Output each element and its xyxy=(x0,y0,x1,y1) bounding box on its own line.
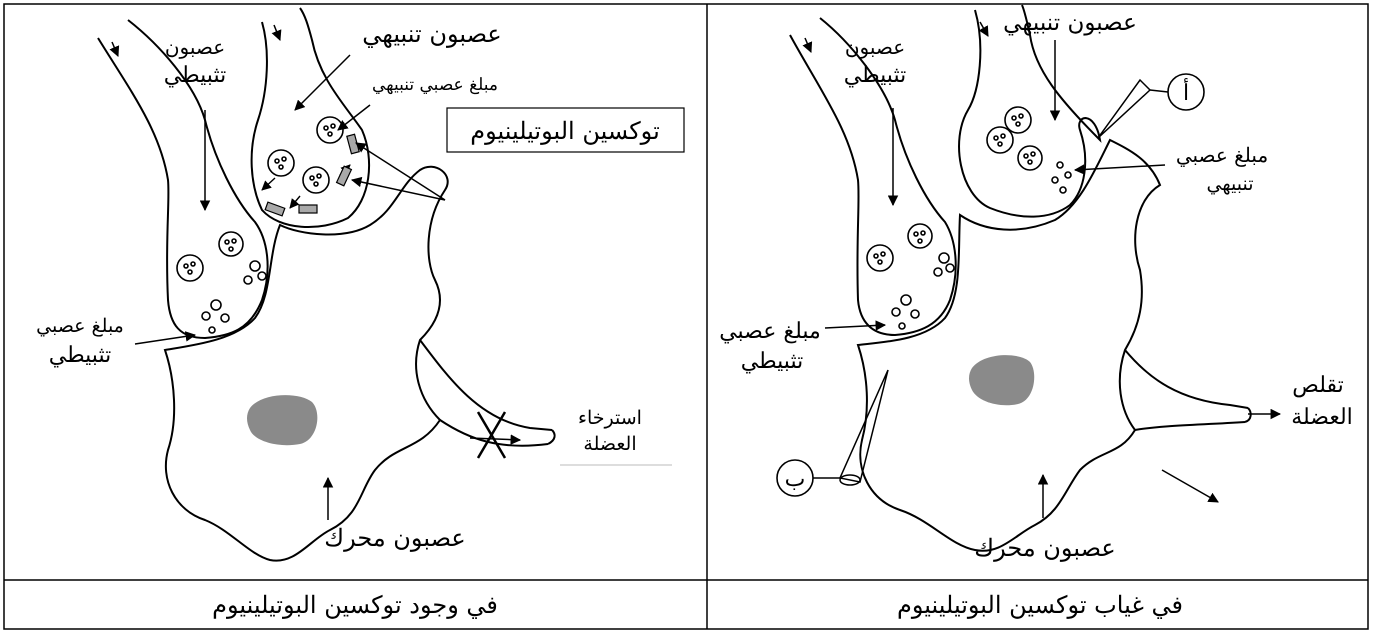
right-arrow-inh-transmitter xyxy=(825,325,885,328)
right-caption: في غياب توكسين البوتيلينيوم xyxy=(897,591,1183,619)
left-motor-nucleus xyxy=(247,395,317,445)
right-electrode-a-label: أ xyxy=(1183,77,1189,106)
left-caption: في وجود توكسين البوتيلينيوم xyxy=(212,591,498,619)
right-electrode-b-label: ب xyxy=(785,467,806,492)
left-inhibitory-transmitter-label-bottom: تثبيطي xyxy=(49,343,111,368)
right-motor-neuron-outline xyxy=(858,140,1160,551)
right-electrode-a xyxy=(1098,80,1150,138)
right-contraction-label-bottom: العضلة xyxy=(1291,405,1353,430)
right-excitatory-transmitter-label-bottom: تنبيهي xyxy=(1206,173,1253,195)
left-relaxation-label-bottom: العضلة xyxy=(583,433,636,455)
right-excitatory-neuron-outline xyxy=(959,5,1100,217)
right-inhibitory-transmitter-label-bottom: تثبيطي xyxy=(741,349,803,374)
left-inhibitory-neuron-label-top: عصبون xyxy=(165,35,225,59)
right-excitatory-neuron-label: عصبون تنبيهي xyxy=(1003,10,1137,36)
right-motor-nucleus xyxy=(969,355,1034,405)
left-relaxation-label-top: استرخاء xyxy=(578,407,642,429)
right-inhibitory-transmitter-label-top: مبلغ عصبي xyxy=(719,319,821,344)
left-motor-neuron-outline xyxy=(165,167,448,561)
right-inhibitory-neuron-label-bottom: تثبيطي xyxy=(844,63,906,88)
right-panel-labels: عصبون تثبيطي عصبون تنبيهي أ مبلغ عصبي تن… xyxy=(719,10,1353,619)
right-motor-neuron-label: عصبون محرك xyxy=(974,534,1115,562)
right-excitatory-transmitter-label-top: مبلغ عصبي xyxy=(1176,143,1268,167)
left-arrow-inh-transmitter xyxy=(135,335,195,344)
table-frame xyxy=(4,4,1368,629)
right-inhibitory-neuron-label-top: عصبون xyxy=(845,35,905,59)
left-excitatory-neuron-outline xyxy=(252,8,369,227)
left-inhibitory-transmitter-label-top: مبلغ عصبي xyxy=(36,315,124,337)
left-arrow-exc-transmitter xyxy=(338,105,370,130)
left-inhibitory-neuron-label-bottom: تثبيطي xyxy=(164,63,226,88)
right-arrow-diagonal xyxy=(1162,470,1218,502)
left-excitatory-transmitter-label: مبلغ عصبي تنبيهي xyxy=(372,75,498,95)
right-contraction-label-top: تقلص xyxy=(1292,373,1344,398)
left-motor-neuron-label: عصبون محرك xyxy=(324,524,465,552)
left-toxin-label: توكسين البوتيلينيوم xyxy=(470,117,660,145)
left-toxin-blocks xyxy=(265,134,359,216)
left-excitatory-neuron-label: عصبون تنبيهي xyxy=(362,20,502,48)
